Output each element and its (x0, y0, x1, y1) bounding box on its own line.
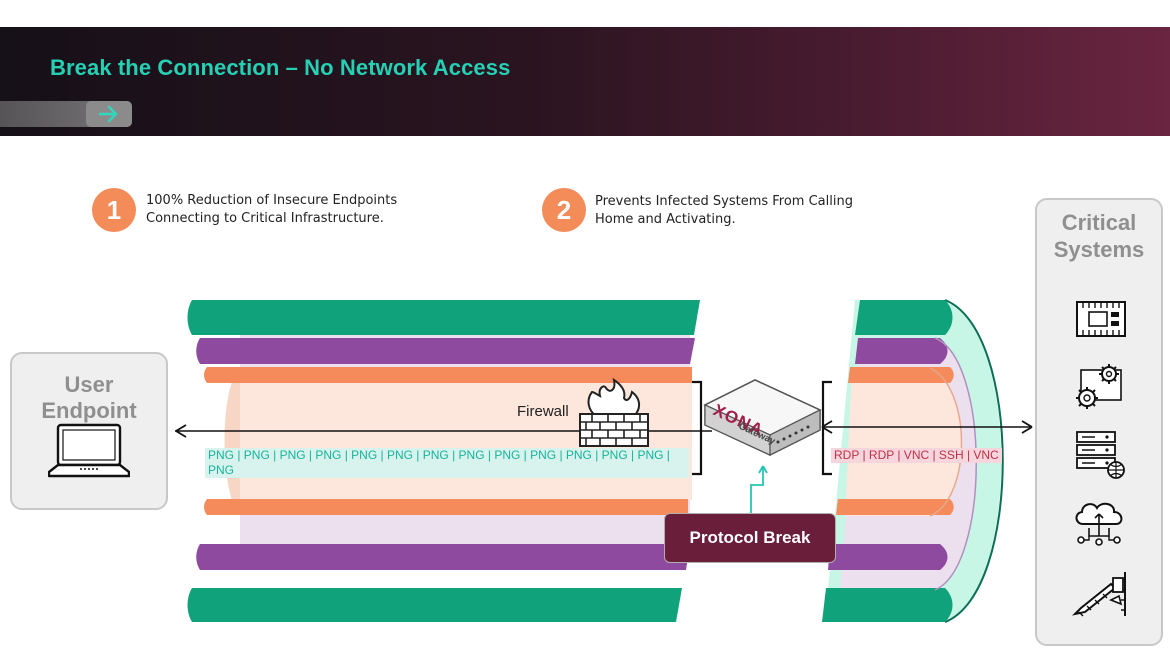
protocol-break-connector (750, 468, 764, 513)
left-pipe-inner-end (224, 382, 240, 500)
firewall-icon (579, 377, 649, 447)
critical-systems-title-2: Systems (1053, 237, 1145, 262)
point-text-2: Prevents Infected Systems From Calling H… (595, 193, 853, 229)
firewall-label: Firewall (517, 403, 569, 420)
left-arrowhead (175, 424, 187, 438)
point-1-line-1: 100% Reduction of Insecure Endpoints (146, 193, 398, 208)
user-endpoint-title-1: User (64, 372, 114, 397)
right-pipe-green-top (855, 300, 953, 335)
right-pipe-orange-bottom (836, 499, 954, 515)
right-pipe-rim (944, 299, 1004, 623)
critical-systems-panel: Critical Systems (1035, 198, 1163, 646)
robotic-arm-icon (1071, 572, 1126, 617)
right-arrowhead-start (821, 420, 833, 434)
header-banner: Break the Connection – No Network Access (0, 27, 1170, 136)
arrow-right-icon (98, 105, 118, 123)
right-pipe-rim-core (929, 367, 963, 517)
point-2-line-1: Prevents Infected Systems From Calling (595, 194, 853, 209)
next-button[interactable] (86, 101, 132, 127)
right-pipe-rim-inner (934, 337, 977, 591)
critical-systems-title-1: Critical (1061, 210, 1137, 235)
right-pipe-peach (845, 368, 962, 516)
png-stream-text: PNG | PNG | PNG | PNG | PNG | PNG | PNG … (205, 448, 689, 478)
right-pipe-purple-top (855, 338, 948, 364)
rdp-stream-text: RDP | RDP | VNC | SSH | VNC (831, 448, 1002, 463)
left-pipe-orange-bottom (204, 499, 688, 515)
point-text-1: 100% Reduction of Insecure Endpoints Con… (146, 192, 397, 228)
user-endpoint-title-2: Endpoint (41, 398, 137, 423)
point-2-line-2: Home and Activating. (595, 212, 736, 227)
laptop-icon (48, 423, 130, 478)
left-bracket (692, 380, 703, 476)
right-arrowhead-end (1021, 420, 1033, 434)
point-1-line-2: Connecting to Critical Infrastructure. (146, 211, 384, 226)
point-badge-1: 1 (92, 188, 136, 232)
right-pipe-orange-top (848, 367, 954, 383)
circuit-board-icon (1076, 301, 1126, 337)
connector-arrowhead (758, 465, 768, 474)
protocol-break-box: Protocol Break (664, 513, 836, 563)
server-rack-icon (1076, 431, 1125, 479)
left-pipe-green-top (187, 300, 700, 335)
point-badge-2: 2 (542, 188, 586, 232)
left-pipe-green-bottom (187, 588, 682, 622)
right-pipe-green-bottom (822, 588, 953, 622)
gateway-device: XONA Gateway (703, 379, 822, 456)
right-pipe-purple-bottom (828, 544, 948, 570)
gateway-leds (776, 425, 810, 444)
gears-icon (1076, 364, 1122, 409)
user-endpoint-panel: User Endpoint (10, 352, 168, 510)
left-pipe-orange-top (204, 367, 692, 383)
page-title: Break the Connection – No Network Access (50, 55, 511, 80)
cloud-network-icon (1075, 502, 1123, 546)
left-pipe-purple-bottom (196, 544, 690, 570)
left-pipe-purple-top (196, 338, 695, 364)
